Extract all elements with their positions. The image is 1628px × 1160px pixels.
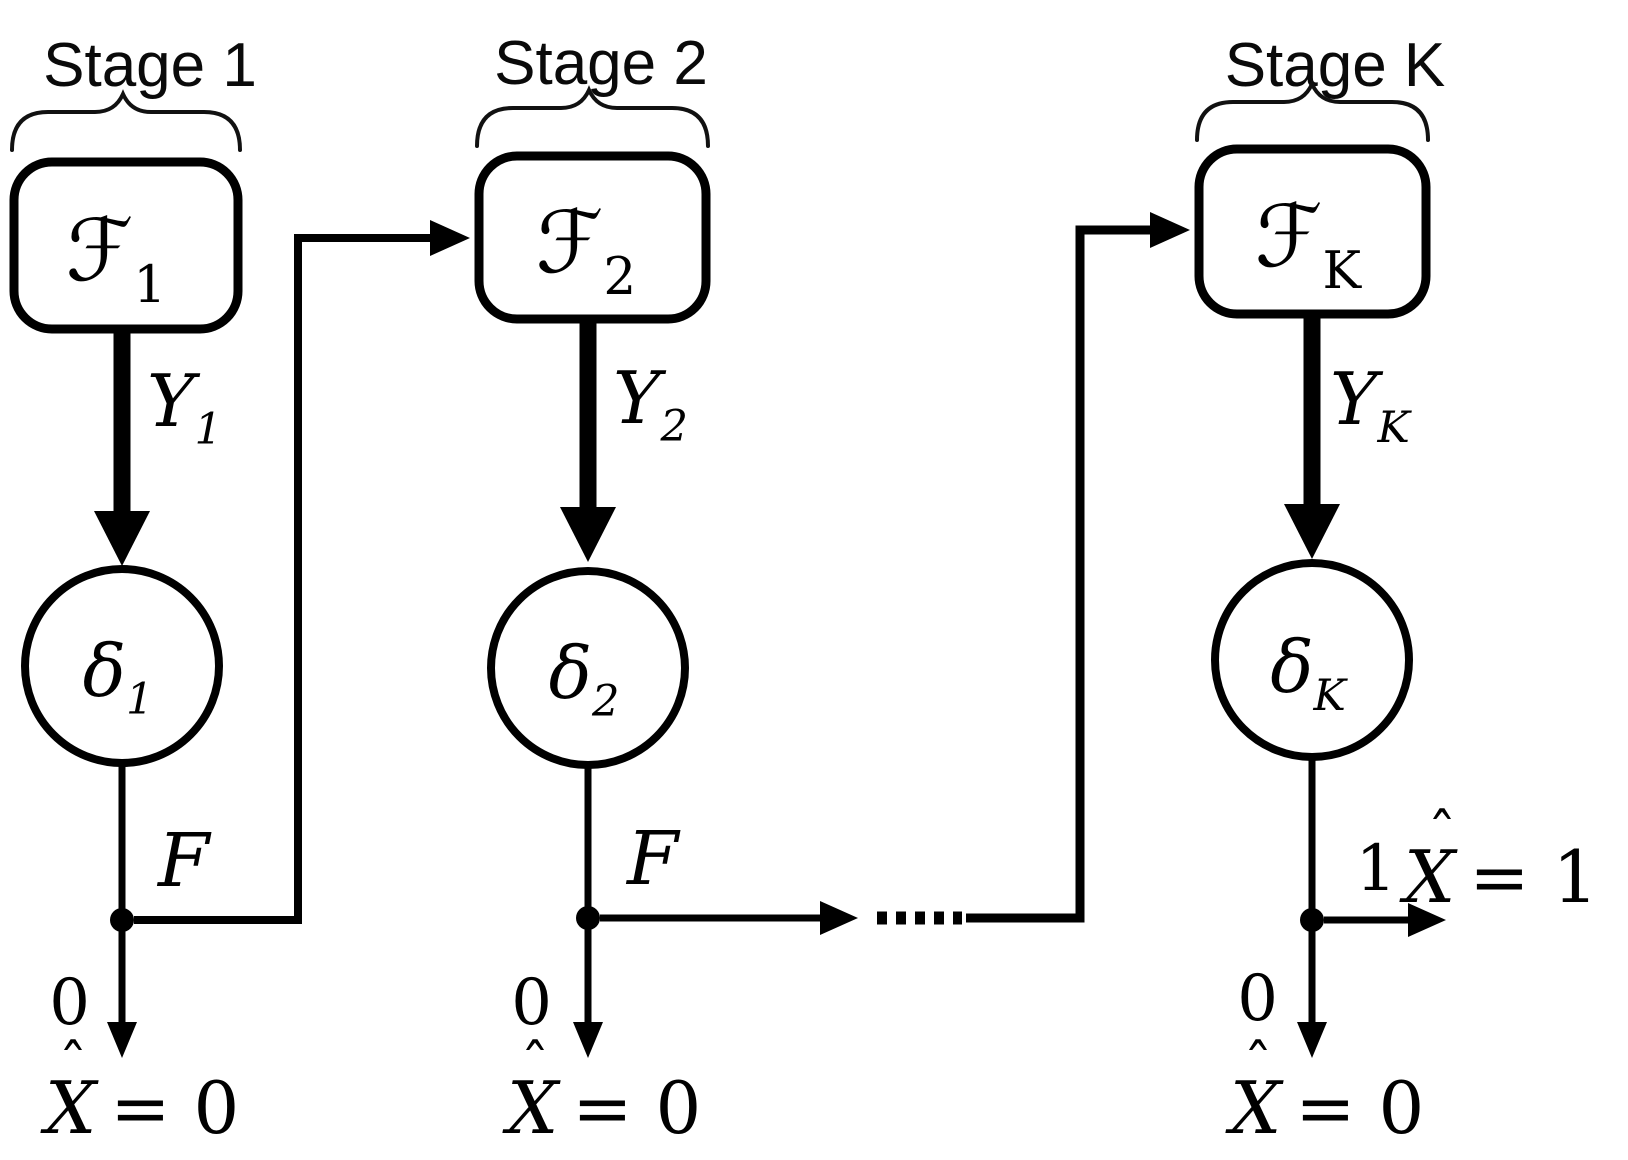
stage-1-observation-label: Y1 [147,359,222,455]
stage-k-accept-result-var: X [1399,835,1458,919]
stage-2-observation-arrowhead [560,507,616,562]
stage-2-observation-arrow-stem [579,317,597,509]
stage-k-stop-branch-label: 0 [1237,962,1278,1036]
stage-1-brace [10,89,242,152]
stage-2-model-subscript: 2 [603,247,636,307]
stage-k-brace [1195,79,1430,142]
stage-2-model-label: ℱ2 [536,193,636,307]
stage-k-accept-arrowhead [1408,903,1446,937]
stage-1-decision-label: δ1 [83,629,154,725]
stage-1-observation-symbol: Y [147,359,201,443]
stage-k-stop-result: X= 0 [1225,1066,1424,1150]
stage-1-model-label: ℱ1 [66,201,166,315]
stage-1-model-subscript: 1 [133,255,166,315]
stage-k-accept-branch-label: 1 [1356,832,1397,906]
stage-k-observation-subscript: K [1377,403,1413,453]
stage-k-observation-arrow-stem [1303,312,1321,506]
stage-2-title: Stage 2 [494,29,708,98]
stage-k-model-subscript: K [1323,241,1363,301]
stage-1-stop-result-hat: ˆ [59,1032,88,1100]
stage-1-continue-label: F [156,818,212,904]
stage-2-brace [475,85,710,148]
stage-k-accept-result: X= 1 [1399,835,1598,919]
stage-2-stop-result-value: = 0 [572,1066,701,1150]
stage-1-stop-result-var: X [40,1066,99,1150]
stage-2-decision-label: δ2 [549,631,620,727]
stage-2-stop-result-var: X [502,1066,561,1150]
stage-1-decision-subscript: 1 [126,675,153,725]
stage-2-model-symbol: ℱ [536,193,604,293]
stage-2-stop-arrowhead [573,1022,603,1058]
stage-1: Stage 1 ℱ1 Y1 δ1 F 0 ˆ X= 0 [9,31,470,1150]
stage-k-model-symbol: ℱ [1255,187,1323,287]
dots-to-stage-k-arrowhead [1150,212,1190,248]
stage-k-title: Stage K [1225,31,1446,100]
stage-2-stop-result-hat: ˆ [521,1032,550,1100]
stage-2-stop-branch-label: 0 [511,966,552,1040]
stage-k: Stage K ℱK YK δK 1 ˆ X= 1 0 ˆ X= 0 [1194,31,1598,1150]
stage-k-observation-label: YK [1330,357,1413,453]
stage-2-stop-result: X= 0 [502,1066,701,1150]
stage-1-to-stage-2-arrowhead [430,220,470,256]
stage-1-observation-arrowhead [94,511,150,566]
stage-k-stop-result-hat: ˆ [1244,1032,1273,1100]
stage-2-decision-symbol: δ [549,631,592,715]
stage-1-observation-arrow-stem [113,327,131,513]
stage-2-continue-arrowhead [820,901,858,935]
stage-k-accept-result-value: = 1 [1469,835,1598,919]
stage-1-decision-symbol: δ [83,629,126,713]
stage-k-stop-result-value: = 0 [1295,1066,1424,1150]
stage-k-decision-label: δK [1270,625,1348,721]
stage-1-model-symbol: ℱ [66,201,134,301]
stage-2: Stage 2 ℱ2 Y2 δ2 F 0 ˆ X= 0 [474,29,1190,1150]
stage-k-stop-arrowhead [1297,1022,1327,1058]
stage-k-model-label: ℱK [1255,187,1363,301]
stage-1-to-stage-2-connector [134,234,430,924]
stage-k-observation-symbol: Y [1330,357,1384,441]
stage-k-stop-result-var: X [1225,1066,1284,1150]
stage-2-observation-symbol: Y [613,356,667,440]
stage-1-stop-branch-label: 0 [49,966,90,1040]
stage-2-continue-label: F [625,816,681,902]
dots-to-stage-k-connector [966,225,1150,923]
stage-1-stop-arrowhead [107,1022,137,1058]
stage-1-stop-result: X= 0 [40,1066,239,1150]
stage-2-observation-label: Y2 [613,356,688,452]
stage-2-decision-subscript: 2 [591,677,619,727]
stage-k-decision-subscript: K [1313,671,1349,721]
stage-2-observation-subscript: 2 [660,402,688,452]
stage-k-decision-symbol: δ [1270,625,1313,709]
stage-k-observation-arrowhead [1284,504,1340,559]
stage-1-observation-subscript: 1 [195,405,222,455]
stage-k-accept-result-hat: ˆ [1428,801,1457,869]
stage-1-title: Stage 1 [43,31,257,100]
stage-1-stop-result-value: = 0 [110,1066,239,1150]
